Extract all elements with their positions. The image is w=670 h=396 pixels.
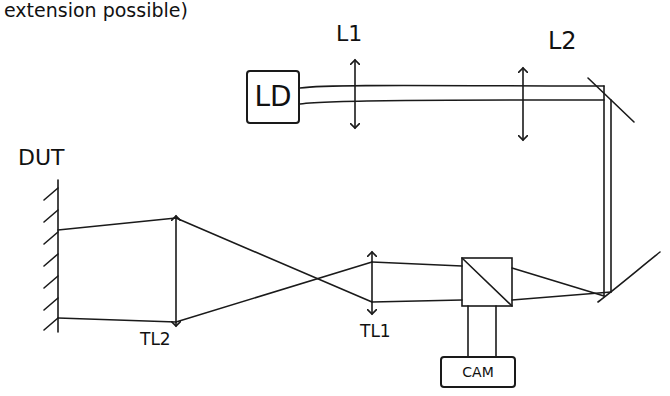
lens-l1 <box>354 60 356 128</box>
lens-l2 <box>522 68 524 140</box>
beam-splitter <box>462 258 512 306</box>
mirror <box>598 252 660 302</box>
beam <box>372 262 462 266</box>
beam <box>300 86 604 89</box>
heading-note: extension possible) <box>4 0 188 21</box>
box-text: CAM <box>462 365 493 379</box>
lens-label: L2 <box>548 28 577 54</box>
lens-label: L1 <box>336 22 362 46</box>
dut-surface <box>57 180 59 332</box>
box-text: LD <box>254 83 291 111</box>
beam <box>372 300 462 302</box>
lens-label: TL1 <box>360 322 391 341</box>
laser-diode-box: LD <box>246 70 300 124</box>
beam <box>176 218 372 302</box>
device-label: DUT <box>18 146 64 170</box>
beam <box>603 86 605 296</box>
beam <box>176 262 372 322</box>
camera-box: CAM <box>440 356 516 388</box>
beam <box>495 306 497 356</box>
beam-splitter <box>462 258 512 306</box>
lens-tl2 <box>175 216 177 326</box>
beam <box>58 318 176 322</box>
beam <box>300 100 604 104</box>
beam <box>512 292 611 300</box>
beam <box>512 268 604 296</box>
beam <box>467 306 469 356</box>
lens-label: TL2 <box>140 330 171 349</box>
beam <box>58 218 176 230</box>
beam <box>610 100 612 292</box>
